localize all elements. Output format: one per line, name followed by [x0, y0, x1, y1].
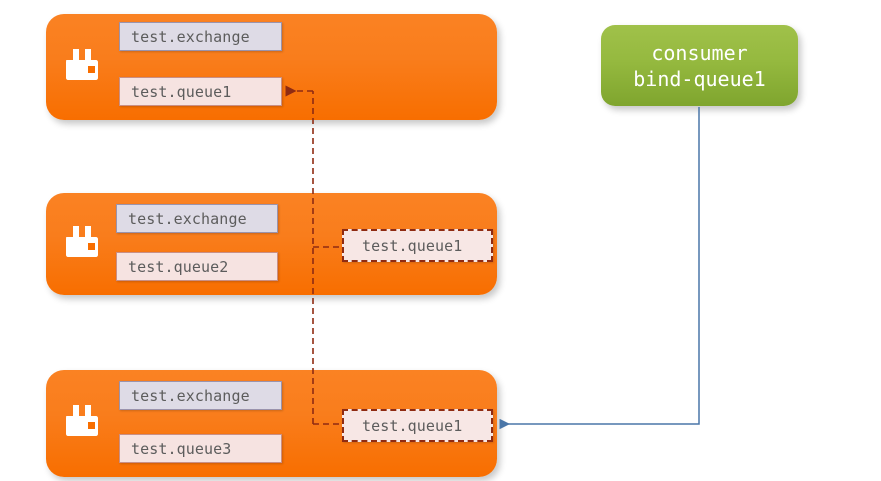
queue-label: test.queue1: [131, 82, 232, 101]
consumer-node[interactable]: consumer bind-queue1: [601, 25, 798, 106]
rabbitmq-logo-icon: [60, 400, 102, 442]
exchange-label: test.exchange: [131, 386, 250, 405]
bound-queue-chip-3[interactable]: test.queue1: [342, 409, 493, 442]
exchange-chip-3[interactable]: test.exchange: [119, 381, 282, 410]
queue-chip-1[interactable]: test.queue1: [119, 77, 282, 106]
consumer-line-2: bind-queue1: [633, 66, 766, 91]
rabbitmq-logo-icon: [60, 221, 102, 263]
bound-queue-chip-2[interactable]: test.queue1: [342, 229, 493, 262]
queue-label: test.queue2: [128, 257, 229, 276]
bound-queue-label: test.queue1: [362, 416, 463, 435]
queue-chip-3[interactable]: test.queue3: [119, 434, 282, 463]
broker-node-3[interactable]: test.exchange test.queue3 test.queue1: [46, 370, 497, 477]
queue-label: test.queue3: [131, 439, 232, 458]
queue-chip-2[interactable]: test.queue2: [116, 252, 278, 281]
exchange-label: test.exchange: [131, 27, 250, 46]
broker-node-1[interactable]: test.exchange test.queue1: [46, 14, 497, 120]
broker-node-2[interactable]: test.exchange test.queue2 test.queue1: [46, 193, 497, 295]
rabbitmq-logo-icon: [60, 44, 102, 86]
exchange-chip-2[interactable]: test.exchange: [116, 204, 278, 233]
bound-queue-label: test.queue1: [362, 236, 463, 255]
consumer-line-1: consumer: [651, 40, 748, 65]
exchange-chip-1[interactable]: test.exchange: [119, 22, 282, 51]
consumer-connection-line: [499, 107, 700, 430]
exchange-label: test.exchange: [128, 209, 247, 228]
